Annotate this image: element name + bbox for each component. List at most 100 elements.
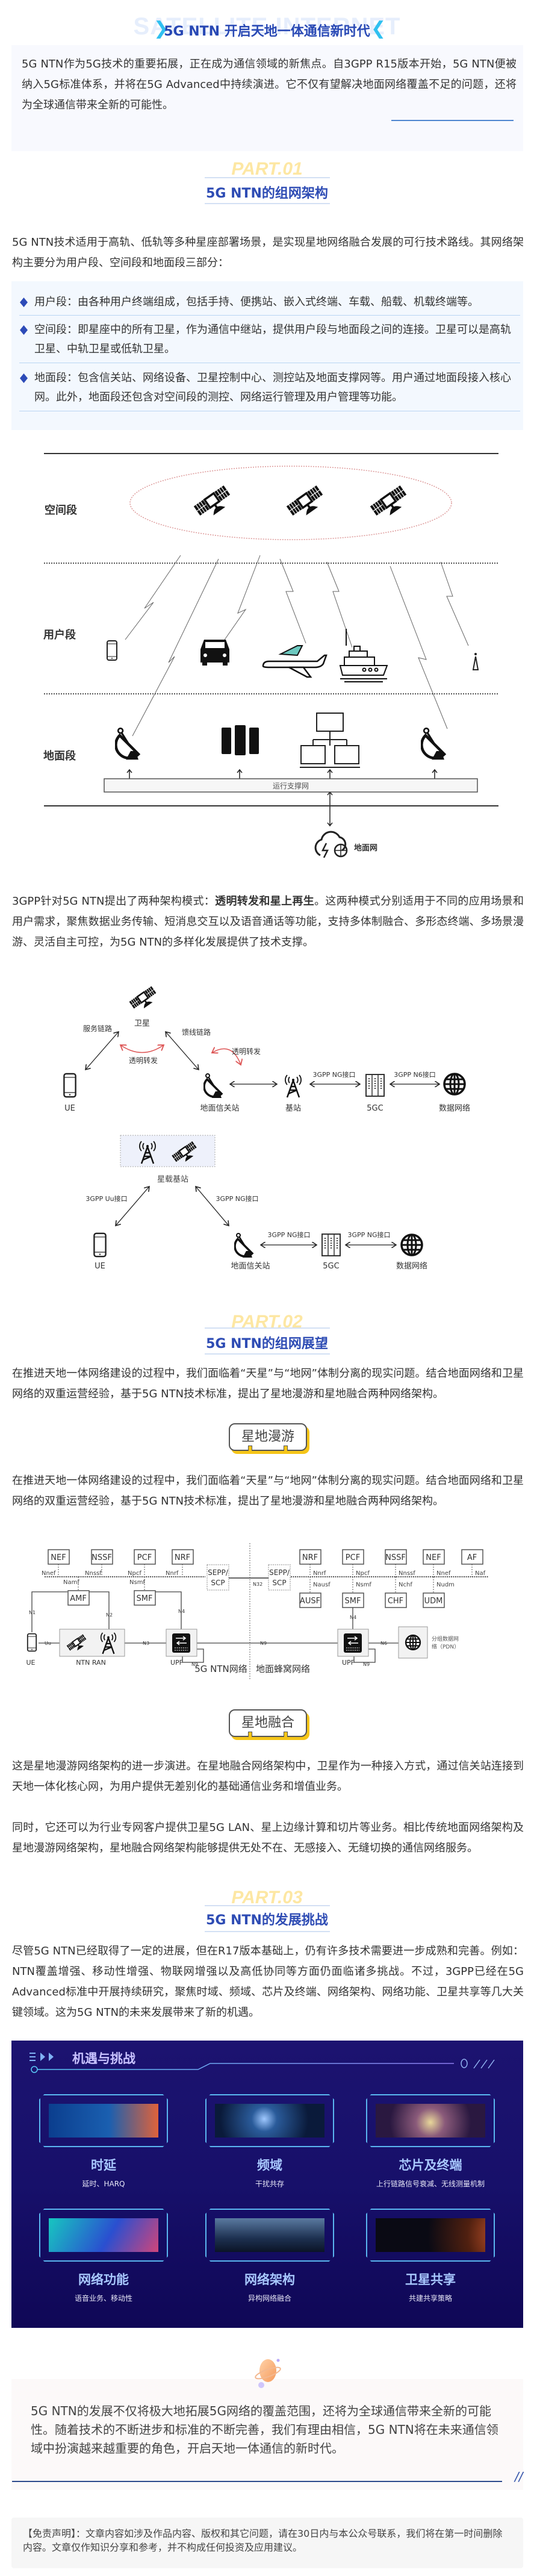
spectrum-image xyxy=(215,2104,324,2138)
list-item-text: 地面段：包含信关站、网络设备、卫星控制中心、测控站及地面支撑网等。用户通过地面段… xyxy=(34,372,511,404)
link-label: N4 xyxy=(178,1609,185,1614)
network-computers-icon xyxy=(300,713,360,768)
intro-text: 5G NTN作为5G技术的重要拓展，正在成为通信领域的新焦点。自3GPP R15… xyxy=(22,58,517,111)
challenge-card: 芯片及终端 上行链路信号衰减、无线测量机制 xyxy=(366,2094,495,2189)
core-server-icon xyxy=(365,1074,385,1097)
link-label: N9 xyxy=(191,1662,198,1667)
regenerative-diagram: 星载基站 3GPP Uu接口 3GPP NG接口 UE 地面信关站 5GC 数据… xyxy=(85,1135,427,1271)
network-function-box xyxy=(48,1549,70,1565)
satellite-icon xyxy=(369,484,409,522)
link-label: N1 xyxy=(29,1610,36,1615)
challenge-card: 网络功能 语音业务、移动性 xyxy=(39,2209,168,2303)
onboard-base-station-box xyxy=(120,1135,216,1167)
tag-satellite-roaming: 星地漫游 xyxy=(229,1423,307,1451)
interface-label: 3GPP N6接口 xyxy=(394,1071,436,1079)
upf-switch-icon xyxy=(172,1633,190,1653)
card-title: 芯片及终端 xyxy=(399,2157,462,2172)
network-function-box xyxy=(299,1549,321,1565)
network-function-label: NSSF xyxy=(92,1553,112,1562)
network-function-box xyxy=(461,1549,483,1565)
header-watermark: SATELLITE INTERNET xyxy=(133,13,401,40)
network-function-label: NRF xyxy=(175,1553,190,1562)
data-center-image xyxy=(215,2218,324,2252)
network-function-box xyxy=(342,1592,364,1608)
bold-text: 透明转发和星上再生 xyxy=(215,895,315,908)
card-frame xyxy=(366,2209,495,2262)
core-label: 5GC xyxy=(323,1262,339,1271)
chip-image xyxy=(376,2104,485,2138)
network-function-label: SMF xyxy=(345,1597,361,1606)
conclusion-divider xyxy=(12,2481,502,2482)
challenge-card: 网络架构 异构网络融合 xyxy=(205,2209,334,2303)
card-frame xyxy=(39,2094,168,2147)
network-functions: NEFNnefNSSFNnssfPCFNpcfNRFNnrfNRFNnrfPCF… xyxy=(42,1549,486,1608)
satellite-icon xyxy=(193,484,233,522)
paragraph: 在推进天地一体网络建设的过程中，我们面临着“天星”与“地网”体制分离的现实问题。… xyxy=(12,1474,524,1508)
link-label: N9 xyxy=(363,1662,370,1667)
ue-label: UE xyxy=(26,1659,35,1667)
tag-leg xyxy=(284,1445,288,1451)
airplane-icon xyxy=(262,645,328,678)
disclaimer-text: 【免责声明】：文章内容如涉及作品内容、版权和其它问题，请在30日内与本公众号联系… xyxy=(23,2528,503,2553)
ship-icon xyxy=(339,629,388,682)
interface-label: Naf xyxy=(475,1570,486,1577)
list-item: 地面段：包含信关站、网络设备、卫星控制中心、测控站及地面支撑网等。用户通过地面段… xyxy=(20,369,516,407)
card-frame xyxy=(39,2209,168,2262)
network-function-label: PCF xyxy=(346,1553,360,1562)
network-architecture-diagram: 空间段 用户段 地面段 运行支撑网 地面网 xyxy=(43,453,498,858)
ntn-network-label: 5G NTN网络 xyxy=(194,1664,247,1674)
data-network-label: 数据网络 xyxy=(396,1261,427,1271)
diamond-icon xyxy=(20,298,28,307)
feeder-link-label: 馈线链路 xyxy=(182,1028,211,1037)
chevron-right-icon: ❯ xyxy=(154,18,169,39)
divider xyxy=(205,203,330,204)
tag-leg xyxy=(284,1732,288,1737)
interface-label: 3GPP NG接口 xyxy=(216,1195,258,1203)
page-title: 5G NTN 开启天地一体通信新时代 xyxy=(164,24,370,39)
upf-label: UPF xyxy=(170,1659,183,1667)
challenge-card: 卫星共享 共建共享策略 xyxy=(366,2209,495,2303)
cloud-network-icon xyxy=(314,831,348,858)
satellite-icon xyxy=(285,484,326,522)
link-label: N2 xyxy=(106,1612,113,1618)
conclusion-box xyxy=(11,2379,523,2490)
card-subtitle: 上行链路信号衰减、无线测量机制 xyxy=(376,2180,485,2188)
interface-label: 3GPP Uu接口 xyxy=(85,1195,127,1203)
ue-label: UE xyxy=(64,1104,75,1113)
satellite-icon xyxy=(128,985,158,1013)
upf-label: UPF xyxy=(342,1659,355,1667)
globe-icon xyxy=(400,1233,423,1256)
section-title: 5G NTN的组网展望 xyxy=(206,1336,328,1352)
pdn-label: 络（PDN） xyxy=(432,1643,459,1650)
network-function-box xyxy=(134,1590,156,1606)
network-function-box xyxy=(423,1592,445,1608)
divider xyxy=(205,1931,330,1932)
interface-label: Nsmf xyxy=(129,1579,145,1586)
core-server-icon xyxy=(321,1233,341,1256)
antenna-icon xyxy=(472,653,479,670)
ran-label: NTN RAN xyxy=(76,1659,106,1667)
network-function-label: AF xyxy=(467,1553,477,1562)
transparent-label: 透明转发 xyxy=(232,1047,261,1056)
challenges-panel: 机遇与挑战 时延 延时、HARQ 频域 干扰共存 芯片及终端 上行链路信号衰减、… xyxy=(11,2041,523,2328)
interface-label: Nnef xyxy=(42,1570,56,1577)
phone-icon xyxy=(93,1232,107,1258)
uu-link-arrow xyxy=(116,1187,149,1226)
cellular-network-label: 地面蜂窝网络 xyxy=(256,1664,310,1674)
upf-switch-icon xyxy=(344,1633,362,1653)
divider xyxy=(205,1353,330,1355)
tag-satellite-fusion: 星地融合 xyxy=(229,1709,307,1737)
interface-label: Nausf xyxy=(313,1582,331,1588)
satellite-dish-icon xyxy=(421,728,444,759)
interface-label: 3GPP NG接口 xyxy=(267,1231,310,1239)
support-network-label: 运行支撑网 xyxy=(273,781,309,790)
challenge-card: 时延 延时、HARQ xyxy=(39,2094,168,2189)
part-number: PART.01 xyxy=(231,159,303,179)
card-title: 频域 xyxy=(257,2157,282,2172)
network-function-box xyxy=(385,1549,407,1565)
interface-label: 3GPP NG接口 xyxy=(312,1071,355,1079)
list-item: 空间段：即星座中的所有卫星，作为通信中继站，提供用户段与地面段之间的连接。卫星可… xyxy=(20,320,516,359)
network-function-label: NEF xyxy=(426,1553,441,1562)
globe-icon xyxy=(443,1073,466,1096)
transparent-forwarding-diagram: 卫星 服务链路 馈线链路 透明转发 透明转发 UE 地面信关站 基站 5GC 数… xyxy=(63,985,470,1113)
